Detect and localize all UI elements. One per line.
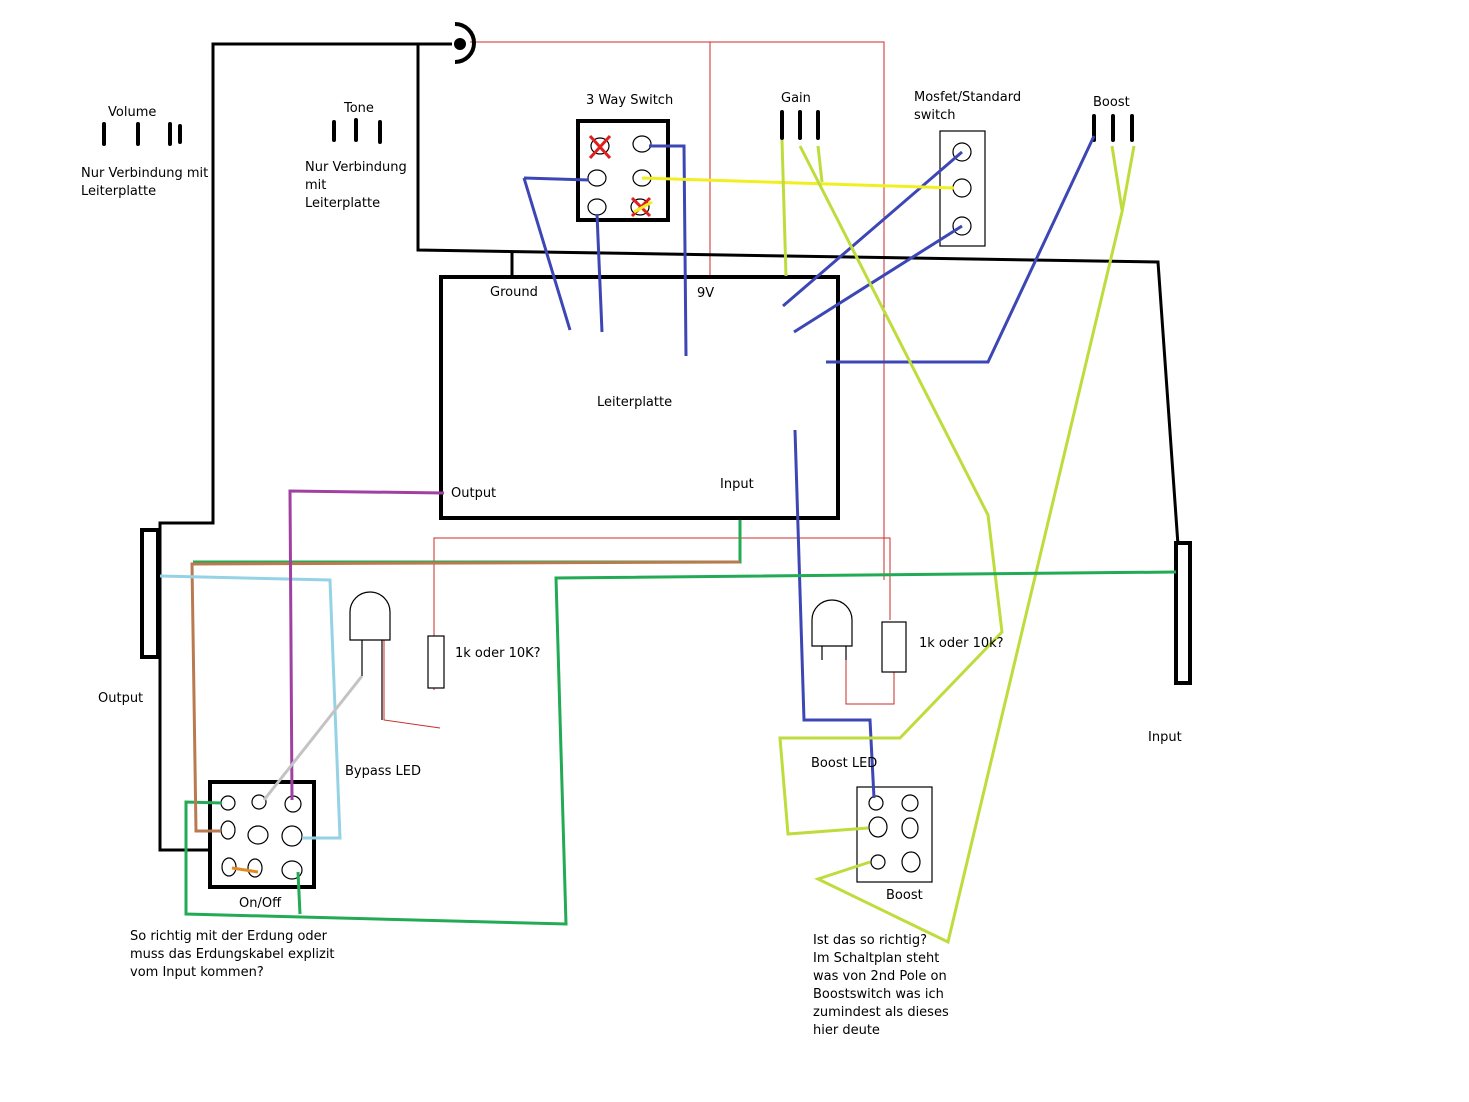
resistor-right-label: 1k oder 10k? [919, 636, 1004, 651]
jack-output-label: Output [98, 691, 143, 706]
resistor-right [881, 621, 907, 673]
brown-wire [190, 560, 741, 833]
purple-wire [288, 489, 445, 801]
question-right-6: hier deute [813, 1023, 880, 1038]
power-jack-ring [454, 22, 476, 64]
input-jack [1174, 541, 1192, 685]
question-left-2: muss das Erdungskabel explizit [130, 947, 335, 962]
tone-pot [332, 118, 382, 144]
mosfet-label-1: Mosfet/Standard [914, 90, 1021, 105]
lime-wires [778, 139, 1136, 945]
three-way-switch-label: 3 Way Switch [586, 93, 673, 108]
gray-wire [262, 675, 364, 801]
boost-pot-label: Boost [1093, 95, 1130, 110]
mosfet-label-2: switch [914, 108, 956, 123]
board-label: Leiterplatte [597, 395, 672, 410]
yellow-wires [633, 176, 955, 214]
resistor-left-label: 1k oder 10K? [455, 646, 541, 661]
question-right-4: Boostswitch was ich [813, 987, 944, 1002]
volume-note-2: Leiterplatte [81, 184, 156, 199]
orange-jumper [231, 866, 259, 874]
bypass-led-label: Bypass LED [345, 764, 421, 779]
on-off-label: On/Off [239, 896, 282, 911]
tone-label: Tone [343, 101, 374, 116]
on-off-switch [208, 780, 316, 889]
board-input-label: Input [720, 477, 754, 492]
output-jack [140, 528, 160, 659]
question-right-3: was von 2nd Pole on [813, 969, 947, 984]
tone-note-3: Leiterplatte [305, 196, 380, 211]
resistor-left [427, 635, 445, 689]
volume-note-1: Nur Verbindung mit [81, 166, 208, 181]
power-jack-pin [454, 38, 466, 50]
boost-switch-label: Boost [886, 888, 923, 903]
gain-pot [780, 110, 820, 140]
three-way-switch [576, 119, 670, 222]
boost-pot [1092, 114, 1134, 142]
boost-switch [856, 786, 933, 883]
question-left-1: So richtig mit der Erdung oder [130, 929, 328, 944]
bypass-led [349, 591, 391, 720]
labels: Volume Nur Verbindung mit Leiterplatte T… [81, 90, 1182, 1038]
boost-led [811, 599, 853, 660]
ground-label: Ground [490, 285, 538, 300]
power-jack [454, 22, 476, 64]
question-right-1: Ist das so richtig? [813, 933, 927, 948]
gain-label: Gain [781, 91, 811, 106]
circuit-board [439, 275, 840, 520]
jack-input-label: Input [1148, 730, 1182, 745]
board-output-label: Output [451, 486, 496, 501]
question-right-5: zumindest als dieses [813, 1005, 949, 1020]
question-right-2: Im Schaltplan steht [813, 951, 939, 966]
volume-label: Volume [108, 105, 156, 120]
tone-note-2: mit [305, 178, 326, 193]
tone-note-1: Nur Verbindung [305, 160, 407, 175]
red-wires [383, 41, 895, 729]
question-left-3: vom Input kommen? [130, 965, 264, 980]
boost-led-label: Boost LED [811, 756, 877, 771]
nine-v-label: 9V [697, 286, 714, 301]
volume-pot [102, 122, 182, 146]
